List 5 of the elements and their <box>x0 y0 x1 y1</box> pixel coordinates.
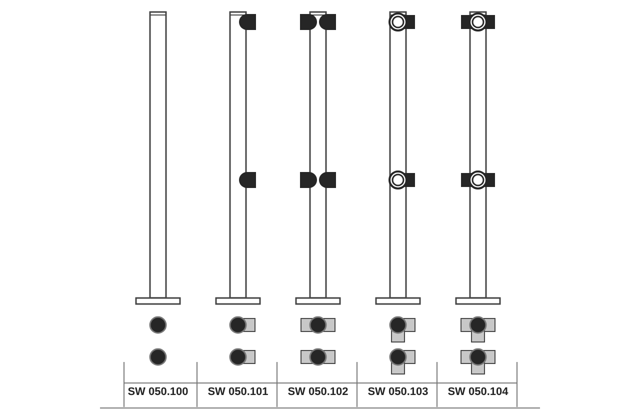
part-number: SW 050.100 <box>126 386 190 398</box>
part-number: SW 050.103 <box>366 386 430 398</box>
part-number: SW 050.104 <box>446 386 510 398</box>
part-number: SW 050.101 <box>206 386 270 398</box>
part-number: SW 050.102 <box>286 386 350 398</box>
